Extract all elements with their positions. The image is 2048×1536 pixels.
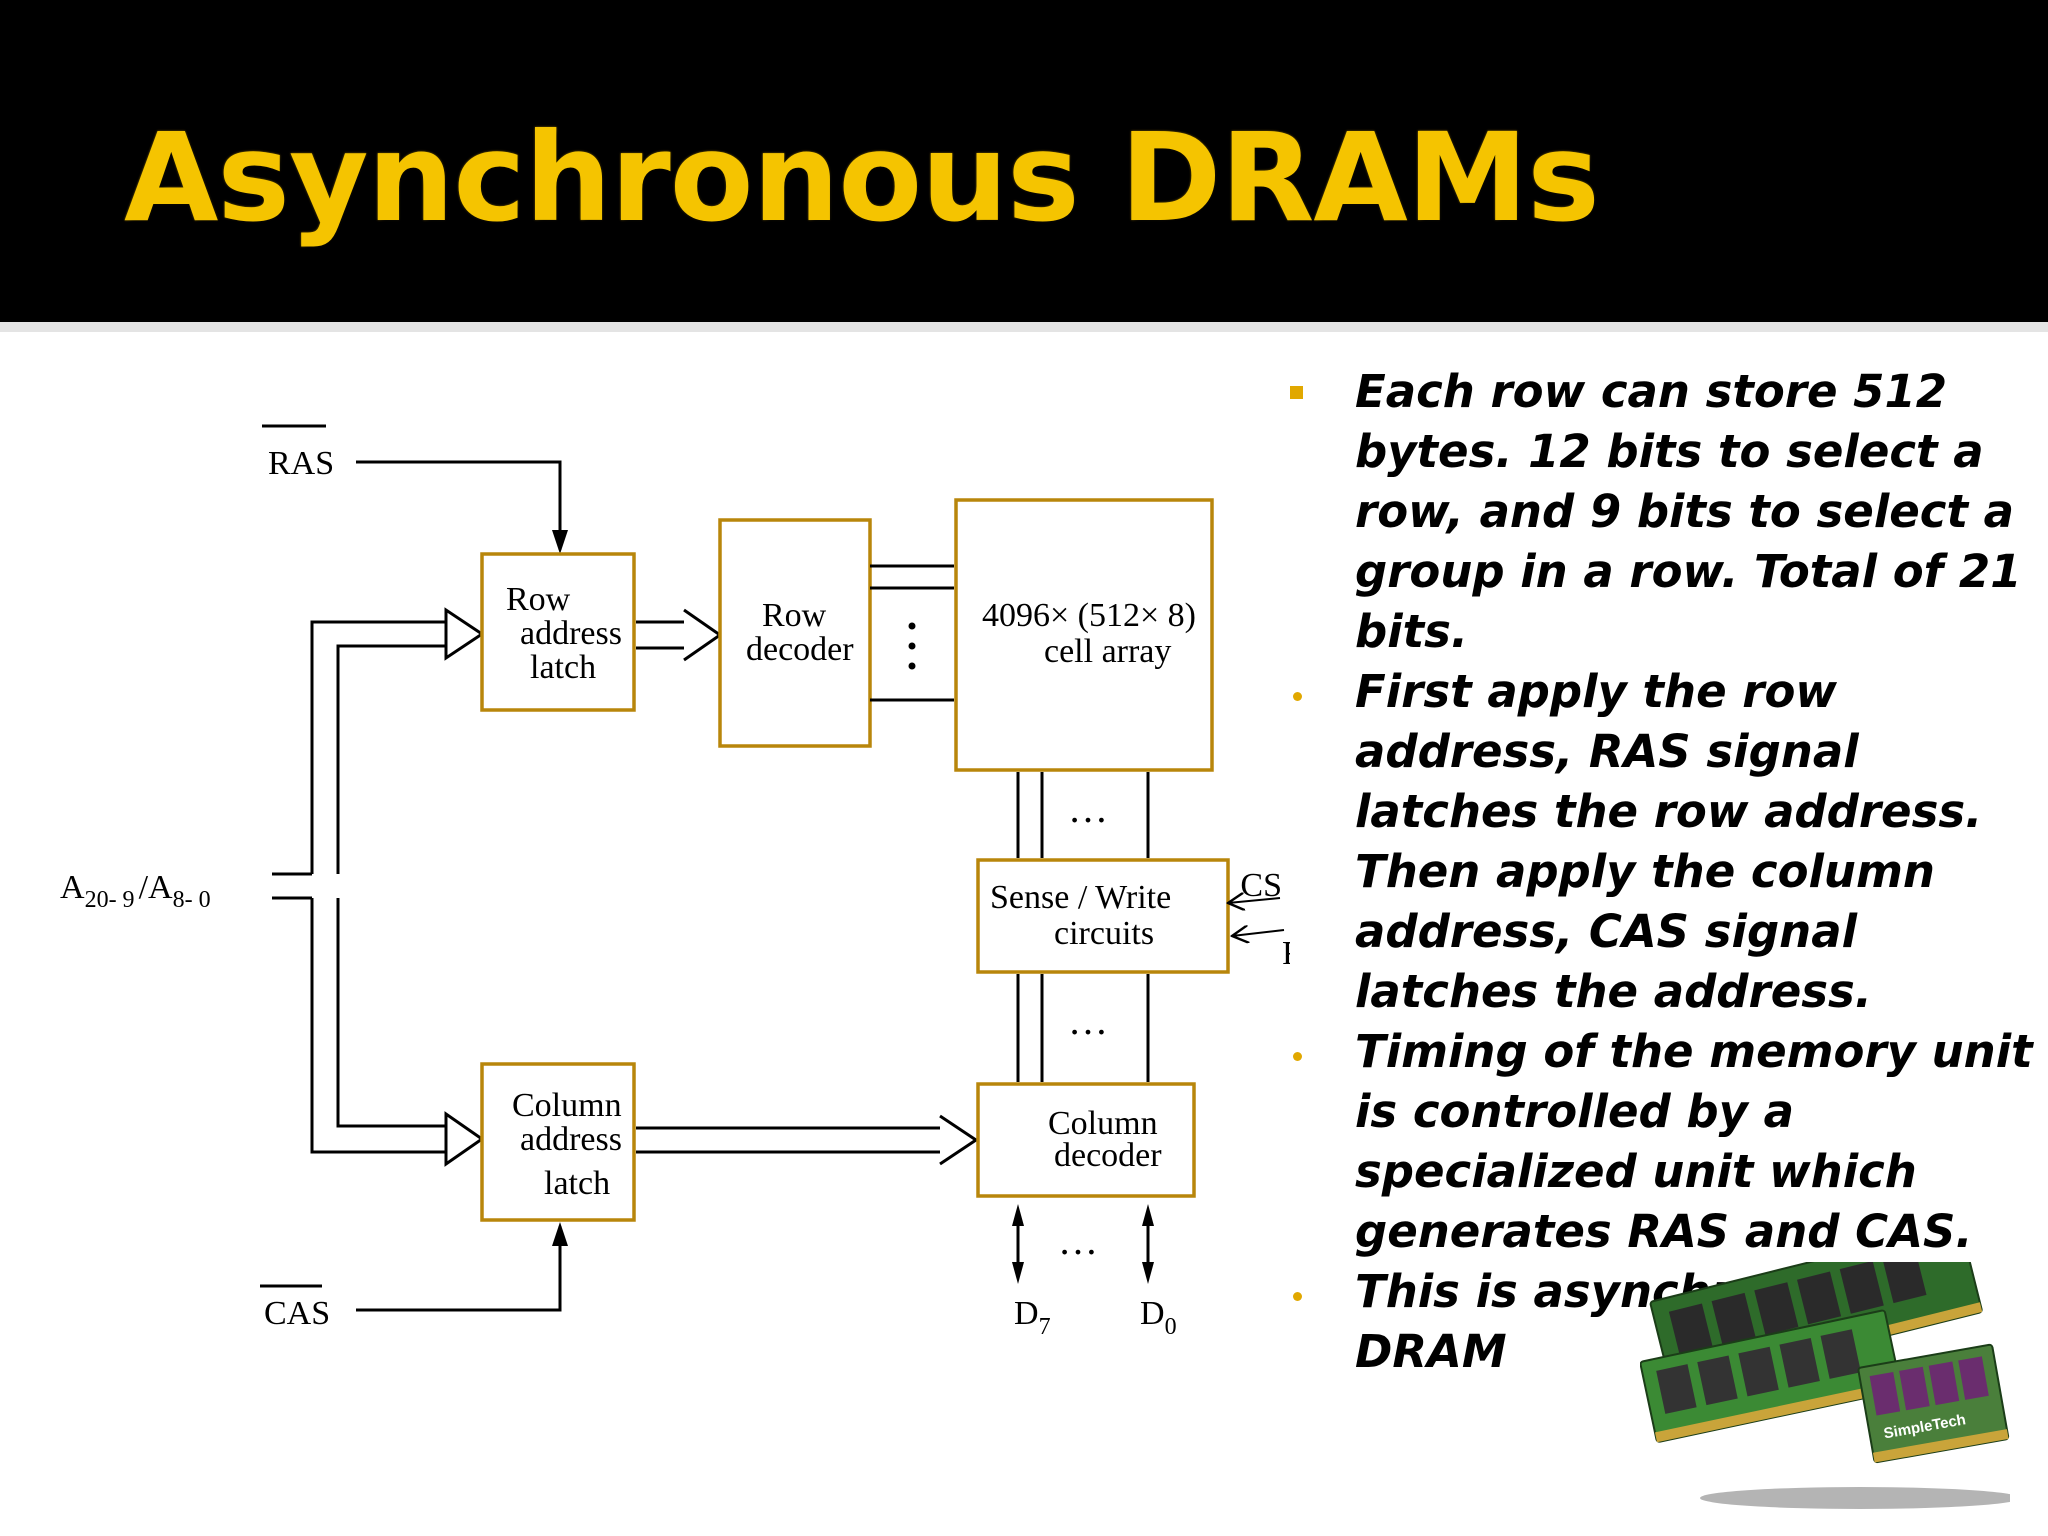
ras-arrowhead xyxy=(552,530,568,554)
column-address-latch-label: Column address latch xyxy=(512,1087,630,1202)
column-address-latch-box xyxy=(480,1062,636,1222)
cell-array-label: 4096× (512× 8) cell array xyxy=(982,597,1205,670)
bit-lines-lower-dots: … xyxy=(1068,998,1108,1043)
d0-label: D0 xyxy=(1140,1295,1177,1340)
ram-modules-image: SimpleTech xyxy=(1640,1262,2010,1509)
rw-label: R/W xyxy=(1282,935,1290,972)
word-line-dots xyxy=(908,622,916,670)
row-address-latch-box xyxy=(480,552,636,712)
column-decoder-box xyxy=(976,1082,1196,1198)
bullet-text: First apply the row address, RAS signal … xyxy=(1355,665,1983,1018)
dram-block-diagram: RAS CAS A20- 9/A8- 0 Row address latch R… xyxy=(60,424,1290,1340)
sense-write-label: Sense / Write circuits xyxy=(990,879,1180,952)
bullet-dot-icon xyxy=(1293,1052,1302,1061)
bullet-dot-icon xyxy=(1293,1292,1302,1301)
row-decoder-label: Row decoder xyxy=(746,597,854,668)
row-decoder-input-arrowhead xyxy=(683,608,723,662)
address-bus xyxy=(272,620,446,1154)
word-lines xyxy=(870,564,954,702)
bullet-text: Each row can store 512 bytes. 12 bits to… xyxy=(1355,365,2022,658)
title-divider xyxy=(0,322,2048,332)
row-decoder-box xyxy=(718,518,872,748)
address-bus-label: A20- 9/A8- 0 xyxy=(60,869,211,913)
ras-label: RAS xyxy=(268,445,334,482)
bullet-item-ras-cas: First apply the row address, RAS signal … xyxy=(1280,662,2040,1022)
row-latch-to-decoder-arrow xyxy=(636,620,684,650)
rw-signal-line xyxy=(1232,930,1285,936)
column-decoder-input-arrowhead xyxy=(939,1114,979,1166)
bit-lines-upper xyxy=(1016,772,1150,858)
cas-signal-line xyxy=(356,1226,562,1312)
bit-lines-lower xyxy=(1016,974,1150,1082)
d0-up-arrowhead xyxy=(1142,1204,1154,1226)
column-decoder-label: Column decoder xyxy=(1048,1105,1166,1174)
cs-signal-line xyxy=(1228,898,1281,903)
row-latch-input-arrow xyxy=(444,607,485,661)
ram-module-front xyxy=(1640,1309,1903,1443)
bullet-text: Timing of the memory unit is controlled … xyxy=(1355,1025,2033,1258)
d7-down-arrowhead xyxy=(1012,1262,1024,1284)
bullet-square-icon xyxy=(1290,386,1303,399)
cas-arrowhead xyxy=(552,1222,568,1246)
d7-label: D7 xyxy=(1014,1295,1051,1340)
d0-down-arrowhead xyxy=(1142,1262,1154,1284)
data-lines-dots: … xyxy=(1058,1218,1098,1263)
sense-write-box xyxy=(976,858,1230,974)
ram-shadow xyxy=(1700,1487,2010,1509)
cas-label: CAS xyxy=(264,1295,330,1332)
column-latch-to-decoder-arrow xyxy=(636,1126,940,1154)
cell-array-box xyxy=(954,498,1214,772)
title-bar: Asynchronous DRAMs xyxy=(0,0,2048,322)
d7-up-arrowhead xyxy=(1012,1204,1024,1226)
ras-signal-line xyxy=(356,460,562,550)
bit-lines-upper-dots: … xyxy=(1068,786,1108,831)
bullet-item-timing: Timing of the memory unit is controlled … xyxy=(1280,1022,2040,1262)
slide-title: Asynchronous DRAMs xyxy=(124,107,1600,249)
ram-sodimm: SimpleTech xyxy=(1857,1343,2010,1464)
row-address-latch-label: Row address latch xyxy=(506,581,630,686)
bullet-dot-icon xyxy=(1293,692,1302,701)
bullet-list: Each row can store 512 bytes. 12 bits to… xyxy=(1280,362,2040,1382)
bullet-item-row-storage: Each row can store 512 bytes. 12 bits to… xyxy=(1280,362,2040,662)
column-latch-input-arrow xyxy=(444,1111,485,1167)
